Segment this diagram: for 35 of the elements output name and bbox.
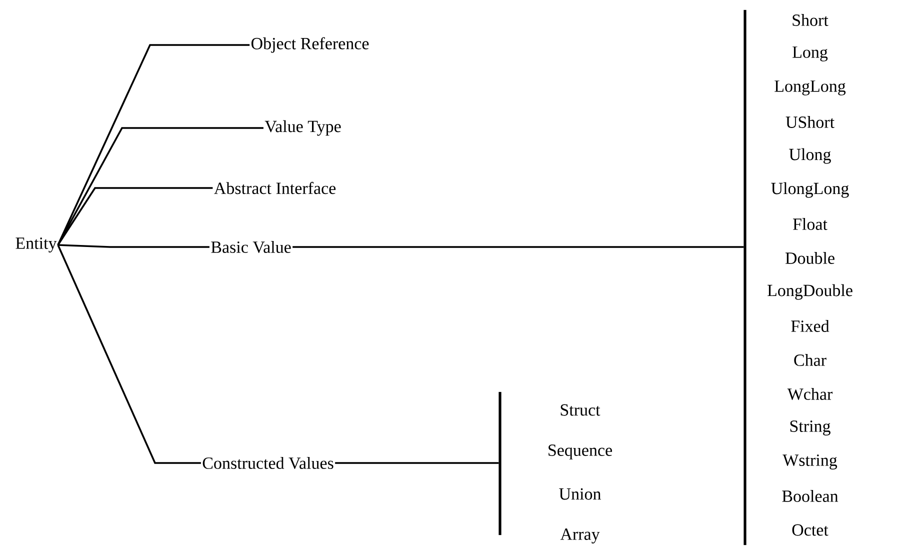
type-name: Octet bbox=[792, 524, 828, 536]
connector-line bbox=[335, 462, 499, 464]
type-name: Fixed bbox=[791, 320, 830, 332]
vertical-bar bbox=[498, 392, 502, 536]
vertical-bar bbox=[744, 10, 746, 546]
type-name: UlongLong bbox=[771, 182, 849, 198]
node-label: Value Type bbox=[264, 120, 341, 136]
type-name: Float bbox=[793, 218, 828, 230]
node-label: Object Reference bbox=[251, 37, 369, 53]
node-label: Basic Value bbox=[211, 240, 291, 254]
type-name: Union bbox=[559, 488, 601, 500]
type-name: Wchar bbox=[787, 388, 832, 400]
connector-line bbox=[57, 187, 213, 246]
type-name: String bbox=[790, 420, 830, 436]
connector-line bbox=[292, 246, 744, 248]
type-name: Ulong bbox=[789, 148, 831, 164]
type-name: Array bbox=[560, 528, 600, 544]
type-name: UShort bbox=[786, 116, 834, 128]
type-name: Double bbox=[785, 252, 834, 264]
type-name: Short bbox=[792, 14, 828, 26]
connector-line bbox=[57, 244, 201, 464]
connector-line bbox=[57, 44, 250, 246]
connector-line bbox=[57, 127, 264, 246]
type-name: Wstring bbox=[782, 454, 838, 470]
type-name: Char bbox=[794, 354, 826, 366]
node-label: Abstract Interface bbox=[214, 182, 336, 194]
type-name: LongLong bbox=[774, 80, 846, 96]
node-label: Constructed Values bbox=[202, 456, 334, 469]
type-name: Boolean bbox=[782, 490, 838, 502]
type-name: Struct bbox=[560, 404, 600, 416]
type-name: Long bbox=[792, 46, 828, 62]
connector-line bbox=[58, 244, 210, 248]
type-name: Sequence bbox=[548, 444, 612, 460]
node-label: Entity bbox=[16, 238, 57, 252]
type-name: LongDouble bbox=[768, 284, 852, 300]
